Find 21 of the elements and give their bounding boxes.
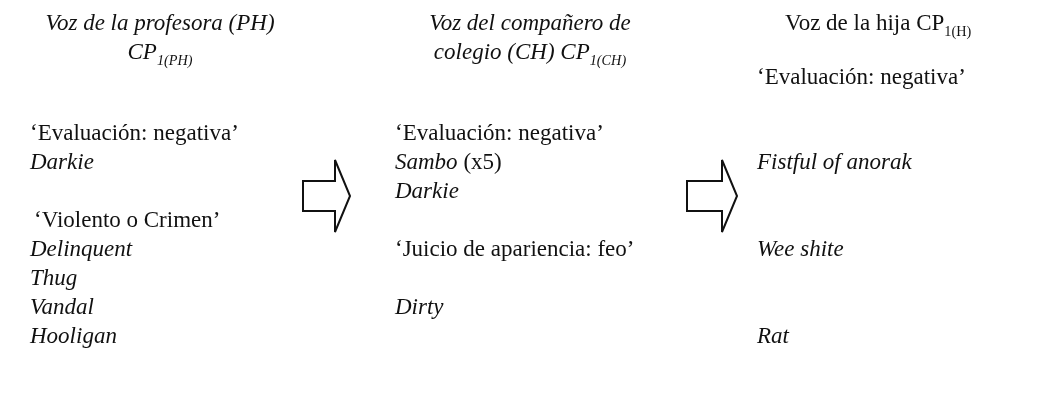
text-line: Darkie <box>30 148 95 176</box>
text-line: Delinquent <box>30 235 134 263</box>
text-line: Vandal <box>30 293 95 321</box>
text-line: ‘Juicio de apariencia: feo’ <box>395 235 636 263</box>
text-line: ‘Violento o Crimen’ <box>34 206 222 234</box>
column-heading: Voz del compañero de colegio (CH) CP$_{1(CH)}$ <box>428 9 632 66</box>
text-line: Wee shite <box>757 235 845 263</box>
text-line: Hooligan <box>30 322 118 350</box>
block-arrow <box>686 159 739 233</box>
text-line: Fistful of anorak <box>757 148 913 176</box>
text-line: Rat <box>757 322 791 350</box>
block-arrow <box>302 159 352 233</box>
text-line: Thug <box>30 264 79 292</box>
text-line: Darkie <box>395 177 460 205</box>
column-heading: Voz de la hija CP$_{1(H)}$ <box>785 9 973 37</box>
text-line: Dirty <box>395 293 445 321</box>
text-line: Sambo (x5) <box>395 148 503 176</box>
text-line: ‘Evaluación: negativa’ <box>757 63 967 91</box>
text-line: ‘Evaluación: negativa’ <box>30 119 240 147</box>
column-heading: Voz de la profesora (PH) CP$_{1(PH)}$ <box>45 9 275 66</box>
text-line: ‘Evaluación: negativa’ <box>395 119 605 147</box>
